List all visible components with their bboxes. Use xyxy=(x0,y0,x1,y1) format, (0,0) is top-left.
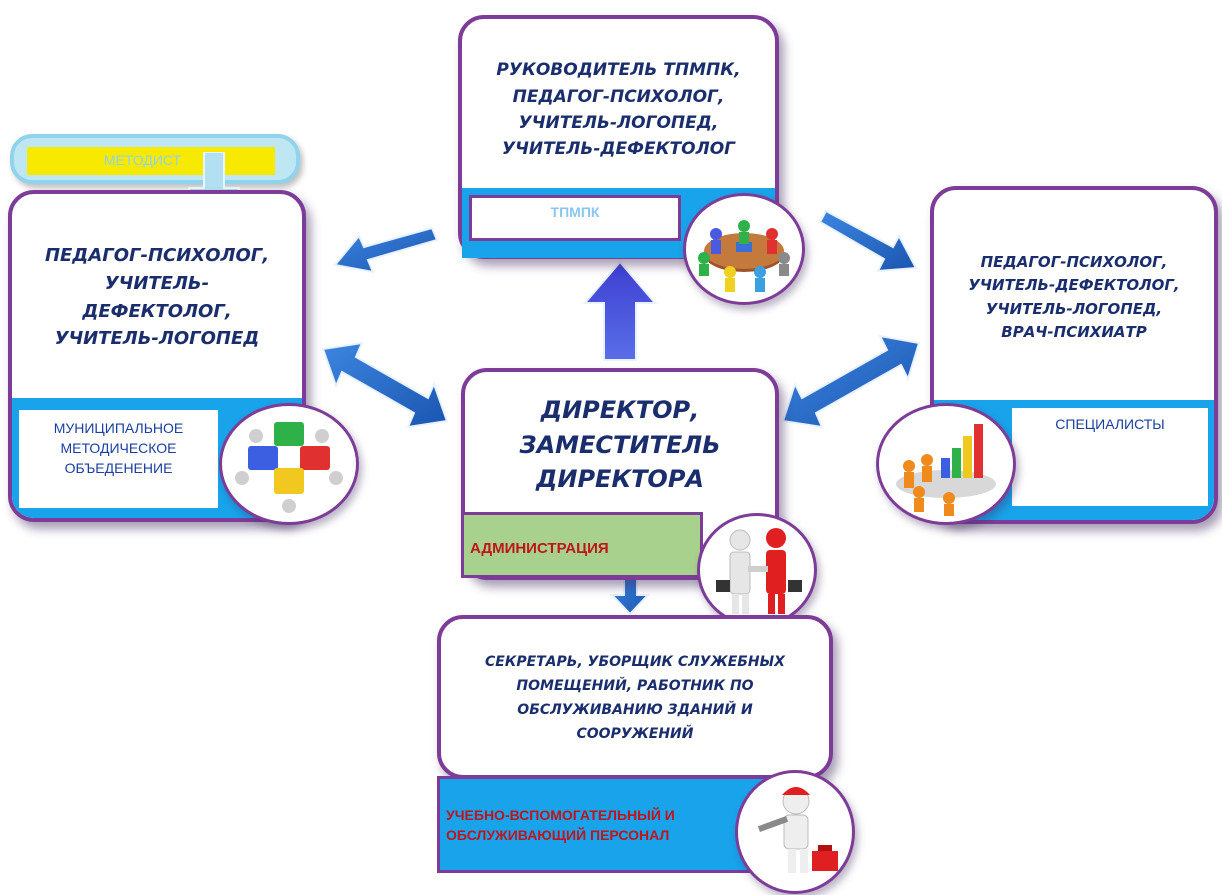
municipal-title-line: учитель-логопед xyxy=(54,328,260,350)
specialists-title-line: учитель-логопед, xyxy=(985,299,1163,318)
handshake-icon xyxy=(697,513,817,627)
staff-title-line: помещений, работник по xyxy=(516,678,754,695)
municipal-label-line: МЕТОДИЧЕСКОЕ xyxy=(60,440,177,456)
growth-chart-icon xyxy=(876,403,1016,525)
administration-title: ДИРЕКТОР, ЗАМЕСТИТЕЛЬ ДИРЕКТОРА xyxy=(465,380,775,510)
arrow-down-to-staff xyxy=(609,574,651,616)
staff-label-line: ОБСЛУЖИВАЮЩИЙ ПЕРСОНАЛ xyxy=(446,827,670,843)
administration-title-line: ДИРЕКТОР, xyxy=(540,395,700,424)
staff-title-line: Секретарь, уборщик служебных xyxy=(485,654,785,671)
municipal-title-line: Педагог-психолог, xyxy=(44,244,270,266)
tpmpk-title-line: учитель-дефектолог xyxy=(502,139,735,160)
specialists-title-line: учитель-дефектолог, xyxy=(968,276,1180,295)
municipal-title: Педагог-психолог, учитель- дефектолог, у… xyxy=(12,205,302,390)
tpmpk-title-line: учитель-логопед, xyxy=(518,113,719,133)
tpmpk-title-line: Руководитель ТПМПК, xyxy=(496,60,741,81)
meeting-icon xyxy=(683,193,805,305)
municipal-title-line: дефектолог, xyxy=(82,300,232,322)
staff-title-line: обслуживанию зданий и xyxy=(517,702,753,718)
specialists-title: Педагог-психолог, учитель-дефектолог, уч… xyxy=(934,205,1214,390)
arrow-municipal-admin xyxy=(321,341,449,429)
staff-label: УЧЕБНО-ВСПОМОГАТЕЛЬНЫЙ И ОБСЛУЖИВАЮЩИЙ П… xyxy=(444,782,742,866)
staff-title: Секретарь, уборщик служебных помещений, … xyxy=(441,624,829,774)
specialists-title-line: врач-психиатр xyxy=(1001,322,1147,341)
repairman-icon xyxy=(735,770,855,894)
tpmpk-title-line: педагог-психолог, xyxy=(512,86,725,107)
municipal-label-line: МУНИЦИПАЛЬНОЕ xyxy=(53,420,184,436)
arrow-admin-specialists xyxy=(781,334,921,429)
arrow-to-municipal xyxy=(333,226,439,274)
specialists-label: СПЕЦИАЛИСТЫ xyxy=(1012,408,1208,506)
administration-title-line: ЗАМЕСТИТЕЛЬ xyxy=(519,430,721,459)
puzzle-team-icon xyxy=(219,403,359,525)
administration-title-line: ДИРЕКТОРА xyxy=(536,465,704,494)
tpmpk-label: ТПМПК xyxy=(469,195,681,241)
metodist-fill xyxy=(27,147,275,175)
specialists-title-line: Педагог-психолог, xyxy=(980,253,1168,271)
arrow-up-to-tpmpk xyxy=(582,260,658,361)
municipal-label-line: ОБЪЕДЕНЕНИЕ xyxy=(64,460,173,476)
administration-label: АДМИНИСТРАЦИЯ xyxy=(461,512,703,578)
arrow-to-specialists xyxy=(818,209,918,273)
municipal-title-line: учитель- xyxy=(104,272,210,294)
staff-title-line: сооружений xyxy=(576,725,694,742)
tpmpk-title: Руководитель ТПМПК, педагог-психолог, уч… xyxy=(462,30,775,190)
metodist-label: МЕТОДИСТ xyxy=(103,152,182,168)
staff-label-line: УЧЕБНО-ВСПОМОГАТЕЛЬНЫЙ И xyxy=(446,807,675,823)
municipal-label: МУНИЦИПАЛЬНОЕ МЕТОДИЧЕСКОЕ ОБЪЕДЕНЕНИЕ xyxy=(19,410,218,508)
